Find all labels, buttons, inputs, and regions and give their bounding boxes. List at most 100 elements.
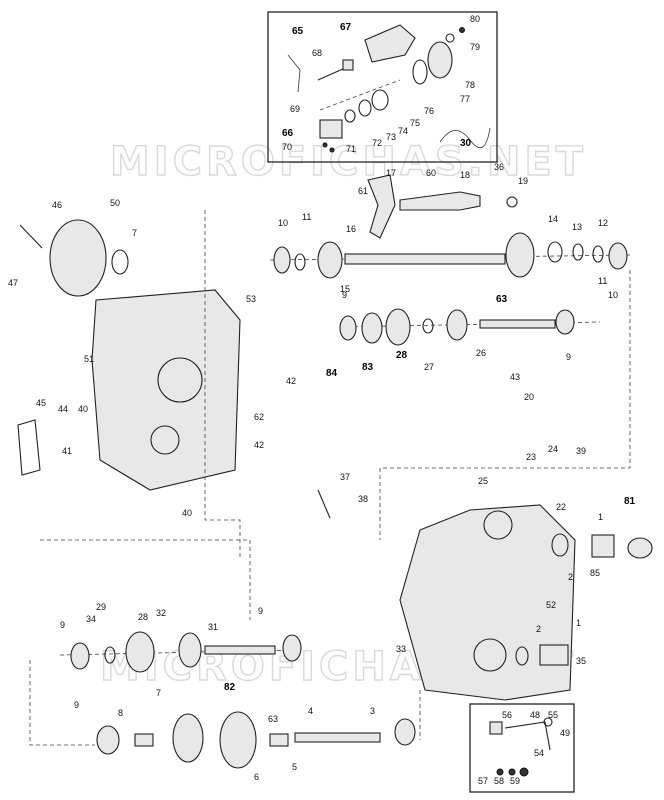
ring-75 <box>371 89 389 111</box>
gear-28a <box>385 308 411 346</box>
label-20: 20 <box>524 392 534 402</box>
label-78: 78 <box>465 80 475 90</box>
label-10a: 10 <box>278 218 288 228</box>
label-12: 12 <box>598 218 608 228</box>
label-18: 18 <box>460 170 470 180</box>
spacer-13 <box>547 241 563 263</box>
link-48 <box>504 721 551 751</box>
label-84: 84 <box>326 368 338 379</box>
bolt-37 <box>317 489 331 519</box>
label-62: 62 <box>254 412 264 422</box>
shift-housing-67 <box>364 24 416 63</box>
label-63b: 63 <box>268 714 278 724</box>
label-76: 76 <box>424 106 434 116</box>
seal-2a <box>551 533 569 557</box>
spring-68 <box>342 59 354 71</box>
inset-linkage-assembly <box>469 703 575 793</box>
middle-shaft-assembly <box>339 308 601 346</box>
label-42b: 42 <box>254 440 264 450</box>
label-3: 3 <box>370 706 375 716</box>
label-53: 53 <box>246 294 256 304</box>
label-4: 4 <box>308 706 313 716</box>
label-58: 58 <box>494 776 504 786</box>
label-75: 75 <box>410 118 420 128</box>
detent-block-66 <box>319 119 343 139</box>
part-57 <box>496 768 504 776</box>
label-15: 15 <box>340 284 350 294</box>
label-40a: 40 <box>78 404 88 414</box>
bearing-3 <box>394 718 416 746</box>
spacer-34 <box>104 646 116 664</box>
gear-83 <box>361 312 383 344</box>
label-70: 70 <box>282 142 292 152</box>
bearing-9c <box>70 642 90 670</box>
label-74: 74 <box>398 126 408 136</box>
sleeve-8 <box>134 733 154 747</box>
label-60: 60 <box>426 168 436 178</box>
label-42a: 42 <box>286 376 296 386</box>
washer-11b <box>592 245 604 263</box>
label-65: 65 <box>292 26 304 37</box>
label-36: 36 <box>494 162 504 172</box>
label-43: 43 <box>510 372 520 382</box>
center-line <box>319 79 401 111</box>
gear-14 <box>505 232 535 278</box>
label-39: 39 <box>576 446 586 456</box>
bearing-9a <box>339 315 357 341</box>
ball-70 <box>322 142 328 148</box>
label-33: 33 <box>396 644 406 654</box>
bearing-9d <box>282 634 302 662</box>
label-68: 68 <box>312 48 322 58</box>
washer-11a <box>294 253 306 271</box>
label-47: 47 <box>8 278 18 288</box>
label-9d: 9 <box>258 606 263 616</box>
shift-rod-65 <box>287 54 301 93</box>
label-40b: 40 <box>182 508 192 518</box>
bolt-46 <box>19 224 43 249</box>
bushing-7a <box>111 249 129 275</box>
disc-50 <box>49 219 107 297</box>
label-34: 34 <box>86 614 96 624</box>
label-66: 66 <box>282 128 294 139</box>
label-30: 30 <box>460 138 472 149</box>
label-41: 41 <box>62 446 72 456</box>
label-52: 52 <box>546 600 556 610</box>
label-72: 72 <box>372 138 382 148</box>
label-2a: 2 <box>568 572 573 582</box>
label-79: 79 <box>470 42 480 52</box>
block-56 <box>489 721 503 735</box>
label-5: 5 <box>292 762 297 772</box>
label-44: 44 <box>58 404 68 414</box>
label-11b: 11 <box>598 276 607 286</box>
label-14: 14 <box>548 214 558 224</box>
label-19: 19 <box>518 176 528 186</box>
label-67: 67 <box>340 22 352 33</box>
sleeve-5 <box>269 733 289 747</box>
label-10b: 10 <box>608 290 618 300</box>
label-7b: 7 <box>156 688 161 698</box>
cable-30 <box>439 127 491 149</box>
label-9c: 9 <box>60 620 65 630</box>
label-11a: 11 <box>302 212 311 222</box>
label-1a: 1 <box>598 512 603 522</box>
nut-80 <box>459 27 465 33</box>
gear-27 <box>446 309 468 341</box>
label-22: 22 <box>556 502 566 512</box>
label-81: 81 <box>624 496 636 507</box>
shaft-26 <box>479 319 556 329</box>
ball-71 <box>329 147 335 153</box>
label-28a: 28 <box>396 350 408 361</box>
label-1b: 1 <box>576 618 581 628</box>
label-85: 85 <box>590 568 600 578</box>
label-16: 16 <box>346 224 356 234</box>
gear-32 <box>178 632 202 668</box>
label-26: 26 <box>476 348 486 358</box>
label-9e: 9 <box>74 700 79 710</box>
label-38: 38 <box>358 494 368 504</box>
label-37: 37 <box>340 472 350 482</box>
label-32: 32 <box>156 608 166 618</box>
pin-55 <box>543 717 553 727</box>
label-61: 61 <box>358 186 368 196</box>
label-9b: 9 <box>566 352 571 362</box>
